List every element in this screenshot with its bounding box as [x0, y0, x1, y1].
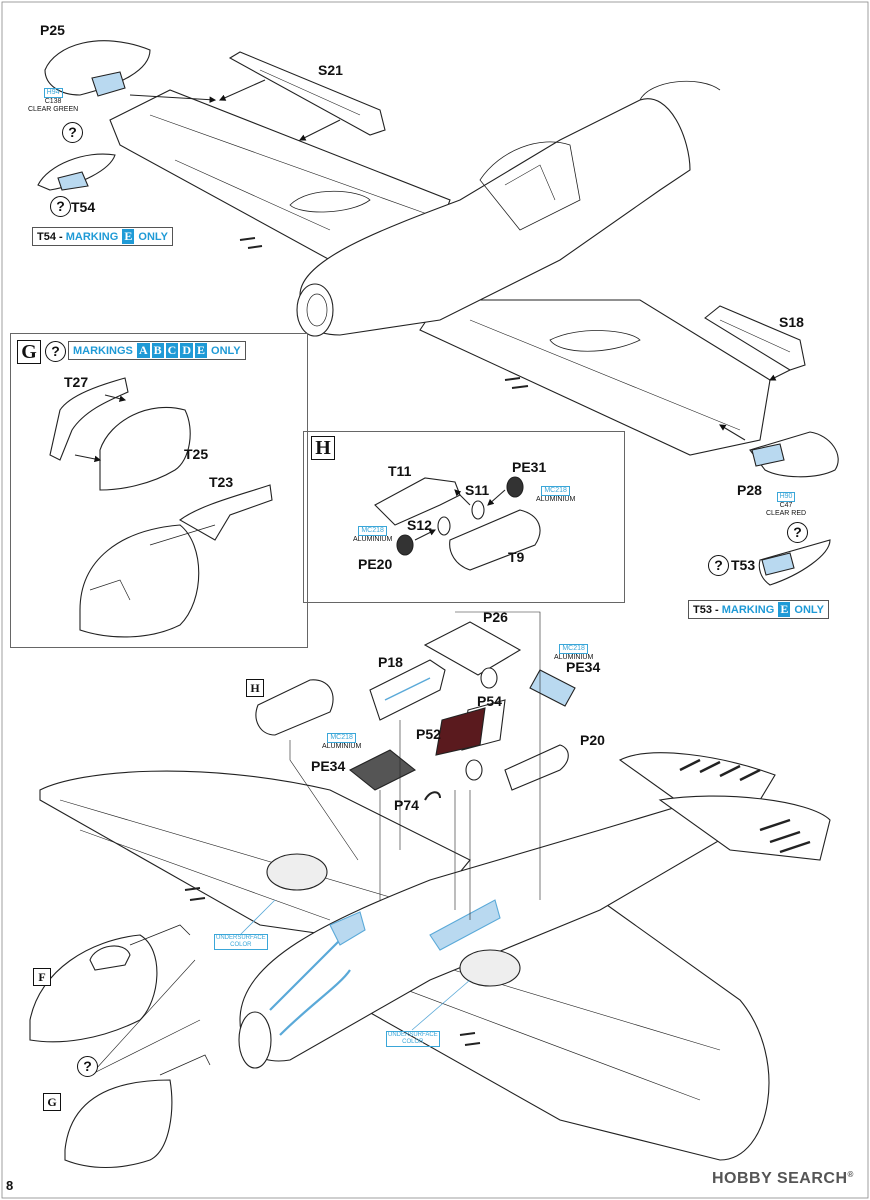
paint-name: ALUMINIUM	[353, 536, 393, 543]
page-number: 8	[6, 1178, 14, 1193]
paint-callout-pe31: MC218 ALUMINIUM	[536, 486, 575, 504]
section-g-box	[10, 333, 308, 648]
marking-note-suffix: ONLY	[208, 345, 241, 357]
paint-name: ALUMINIUM	[536, 496, 576, 503]
paint-code: MC218	[559, 644, 588, 654]
section-g-letter: G	[17, 340, 41, 364]
paint-code: H90	[776, 492, 796, 502]
part-label-t9: T9	[508, 549, 525, 565]
marking-note-word: MARKING	[65, 231, 122, 243]
part-label-s12: S12	[407, 517, 432, 533]
paint-name: ALUMINIUM	[322, 743, 362, 750]
part-label-t53: T53	[731, 557, 756, 573]
section-f-letter: F	[33, 968, 51, 986]
part-label-p20: P20	[580, 732, 605, 748]
part-label-pe31: PE31	[512, 459, 547, 475]
question-mark-icon: ?	[787, 522, 808, 543]
marking-note-suffix: ONLY	[135, 231, 168, 243]
part-label-t23: T23	[209, 474, 234, 490]
part-label-t27: T27	[64, 374, 89, 390]
marking-letter-e: E	[778, 602, 791, 617]
watermark-logo: HOBBY SEARCH®	[712, 1170, 854, 1187]
paint-callout-pe34-left: MC218 ALUMINIUM	[322, 733, 361, 751]
section-h-small-letter: H	[246, 679, 264, 697]
paint-name: CLEAR GREEN	[28, 106, 79, 113]
paint-code: H94	[43, 88, 63, 98]
marking-note-suffix: ONLY	[791, 604, 824, 616]
paint-callout-p25: H94 C138 CLEAR GREEN	[28, 88, 78, 114]
question-mark-icon: ?	[45, 341, 66, 362]
part-label-p74: P74	[394, 797, 419, 813]
section-h-box	[303, 431, 625, 603]
paint-callout-pe20: MC218 ALUMINIUM	[353, 526, 392, 544]
paint-code-alt: C47	[779, 502, 793, 509]
paint-code: MC218	[327, 733, 356, 743]
part-label-pe34-top: PE34	[566, 659, 601, 675]
paint-code: MC218	[358, 526, 387, 536]
part-label-pe34-left: PE34	[311, 758, 346, 774]
part-label-p25: P25	[40, 22, 65, 38]
part-label-t54: T54	[71, 199, 96, 215]
marking-letter-e: E	[122, 229, 135, 244]
marking-note-prefix: T54 -	[37, 231, 66, 243]
question-mark-icon: ?	[708, 555, 729, 576]
marking-letter-d: D	[180, 343, 193, 358]
paint-callout-p28: H90 C47 CLEAR RED	[766, 492, 806, 518]
marking-note-word: MARKINGS	[73, 345, 136, 357]
section-h-letter: H	[311, 436, 335, 460]
marking-note-t53: T53 - MARKING E ONLY	[688, 600, 829, 619]
part-label-pe20: PE20	[358, 556, 393, 572]
question-mark-icon: ?	[77, 1056, 98, 1077]
part-label-p52: P52	[416, 726, 441, 742]
paint-code: MC218	[541, 486, 570, 496]
marking-note-prefix: T53 -	[693, 604, 722, 616]
section-g-small-letter: G	[43, 1093, 61, 1111]
marking-note-word: MARKING	[721, 604, 778, 616]
part-label-s18: S18	[779, 314, 804, 330]
marking-letter-c: C	[165, 343, 179, 358]
part-label-s11: S11	[465, 482, 490, 498]
part-label-s21: S21	[318, 62, 343, 78]
marking-letter-a: A	[136, 343, 150, 358]
part-label-p18: P18	[378, 654, 403, 670]
marking-letter-b: B	[151, 343, 164, 358]
question-mark-icon: ?	[62, 122, 83, 143]
marking-letter-e: E	[194, 343, 207, 358]
paint-name: ALUMINIUM	[554, 654, 594, 661]
part-label-p54: P54	[477, 693, 502, 709]
part-label-t11: T11	[388, 463, 412, 479]
paint-code-alt: C138	[44, 98, 62, 105]
part-label-t25: T25	[184, 446, 209, 462]
paint-callout-pe34-top: MC218 ALUMINIUM	[554, 644, 593, 662]
marking-note-t54: T54 - MARKING E ONLY	[32, 227, 173, 246]
question-mark-icon: ?	[50, 196, 71, 217]
paint-name: CLEAR RED	[766, 510, 807, 517]
part-label-p28: P28	[737, 482, 762, 498]
part-label-p26: P26	[483, 609, 508, 625]
